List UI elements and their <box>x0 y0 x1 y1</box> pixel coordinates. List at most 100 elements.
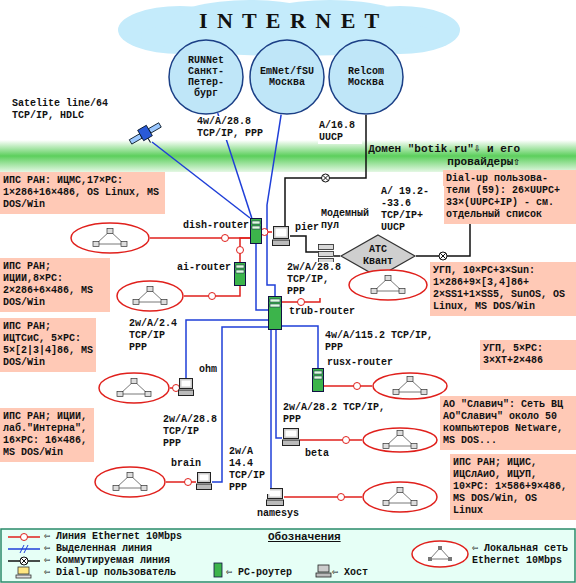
provider-circle: EmNet/fSUМосква <box>249 39 325 115</box>
router-sample <box>214 563 222 577</box>
switched-line <box>334 255 340 257</box>
pc-router: trub-router <box>268 296 282 330</box>
node-label: Relcom <box>338 66 394 77</box>
legend-entry: ⇦ Линия Ethernet 10Mbps <box>44 531 182 543</box>
line-label: A/ 19.2--33.6 TCP/IP+ UUCP <box>380 186 444 234</box>
node-label: dish-router <box>182 220 250 232</box>
host-screen <box>276 229 287 237</box>
host-screen <box>286 431 297 437</box>
ethernet-marker <box>261 229 268 236</box>
line-label: 2w/A/28.8 TCP/IP PPP <box>162 414 220 450</box>
lan-pc <box>127 473 133 478</box>
node-label: ИПС РАН; ИЦИИ,8×PC: 2×286+6×486, MS DOS/… <box>0 258 110 312</box>
host-monitor <box>180 379 193 389</box>
lan-outline <box>363 482 437 512</box>
ethernet-marker <box>222 235 229 242</box>
node-label: Москва <box>338 77 394 88</box>
shape-outline <box>196 472 212 490</box>
shape-outline <box>318 244 334 264</box>
lan-pc <box>133 300 139 305</box>
ethernet-marker <box>209 293 216 300</box>
ethernet-marker <box>298 299 305 306</box>
lan-outline <box>349 270 427 300</box>
node-label: ИПС РАН: ИЦМС,17×PC: 1×286+16×486, OS Li… <box>0 172 165 214</box>
leased-line <box>270 330 272 488</box>
provider-outline <box>250 40 324 114</box>
legend-entry: ⇦ Коммутируемая линия <box>44 555 170 567</box>
node-label: УГП, 10×PC+3×Sun: 1×286+9×[3,4]86+ 2×SS1… <box>430 262 576 316</box>
lan-pc <box>107 229 113 234</box>
shape-outline <box>372 372 448 400</box>
leased-line <box>267 115 281 296</box>
node-label: Москва <box>259 77 315 88</box>
dialup-sample <box>18 567 29 574</box>
ethernet-marker <box>21 534 28 541</box>
host-base <box>283 440 300 446</box>
satellite-icon <box>127 119 165 151</box>
lan-sample-pc <box>438 546 442 550</box>
legend-entry: ⇦ Локальная сеть Ethernet 10Mbps <box>472 543 572 567</box>
leased-marker <box>20 545 28 553</box>
lan-pc <box>145 392 151 397</box>
legend-entry: ⇦ Хост <box>332 567 368 579</box>
legend-text: ⇦ Хост <box>332 567 368 578</box>
node-label: ohm <box>198 364 218 376</box>
node-label: Домен "botik.ru"⇩ и его провайдеры⇧ <box>356 143 520 169</box>
switched-cross <box>323 175 329 181</box>
leased-line <box>256 244 268 310</box>
host-base <box>273 240 290 246</box>
node-label: I N T E R N E T <box>120 8 460 34</box>
shape-outline <box>268 296 282 330</box>
lan-outline <box>95 467 165 497</box>
lan-pc <box>397 488 403 493</box>
leased-line <box>186 320 268 378</box>
lan-pc <box>117 392 123 397</box>
lan-network: УГП, 10×PC+3×Sun: 1×286+9×[3,4]86+ 2×SS1… <box>348 269 428 301</box>
ethernet-line <box>284 496 362 498</box>
provider-circle: RelcomМосква <box>328 39 404 115</box>
ethernet-marker <box>237 247 244 254</box>
shape-outline <box>272 226 290 246</box>
domain-band: Домен "botik.ru"⇩ и его провайдеры⇧ <box>0 140 576 172</box>
line-label: 2w/A/28.2 TCP/IP, PPP <box>282 402 394 426</box>
legend-text: ⇦ Локальная сеть Ethernet 10Mbps <box>472 543 568 566</box>
host-screen <box>270 491 281 497</box>
router-drive <box>314 371 322 374</box>
node-label: ai-router <box>176 262 232 274</box>
ethernet-line <box>324 385 372 387</box>
node-label: ИПС РАН; ИЦТСиС, 5×PC: 5×[2|3|4]86, MS D… <box>0 318 96 372</box>
lan-pc <box>121 242 127 247</box>
lan-sample <box>412 541 468 567</box>
legend-text: ⇦ Коммутируемая линия <box>44 555 170 566</box>
lan-sample-pc <box>428 557 432 561</box>
lan-outline <box>71 223 149 253</box>
pc-router: ai-router <box>234 262 246 286</box>
node-label: beta <box>304 448 330 460</box>
router-drive <box>270 299 280 302</box>
lan-pc <box>93 242 99 247</box>
lan-pc <box>397 431 403 436</box>
lan-network: ИПС РАН; ИЦИС, ИЦСлАиО, ИЦУП, 10×PC: 1×5… <box>362 481 438 513</box>
switched-marker <box>439 252 447 260</box>
shape-outline <box>250 218 262 244</box>
line-label: 2w/A/28.8 TCP/IP, PPP <box>286 262 348 298</box>
note-label: Satelite line/64 TCP/IP, HDLC <box>12 98 116 122</box>
pc-router: rusx-router <box>312 368 324 392</box>
lan-pc <box>393 390 399 395</box>
host-monitor <box>198 473 211 483</box>
node-label: EmNet/fSU <box>259 66 315 77</box>
legend-title: Обозначения <box>268 531 348 543</box>
lan-outline <box>373 373 447 399</box>
host-computer: pier <box>272 226 290 246</box>
node-label: Dial-up пользова- тели (59): 26×UUPC+ 33… <box>446 173 573 221</box>
host-monitor <box>274 227 289 239</box>
host-base <box>267 500 284 506</box>
lan-pc <box>147 287 153 292</box>
lan-pc <box>383 501 389 506</box>
node-label: namesys <box>256 508 300 520</box>
legend-text: ⇦ Dial-up пользователь <box>44 567 176 578</box>
ethernet-line <box>150 237 250 239</box>
domain-band-fill <box>0 140 576 172</box>
shape-outline <box>98 372 170 404</box>
